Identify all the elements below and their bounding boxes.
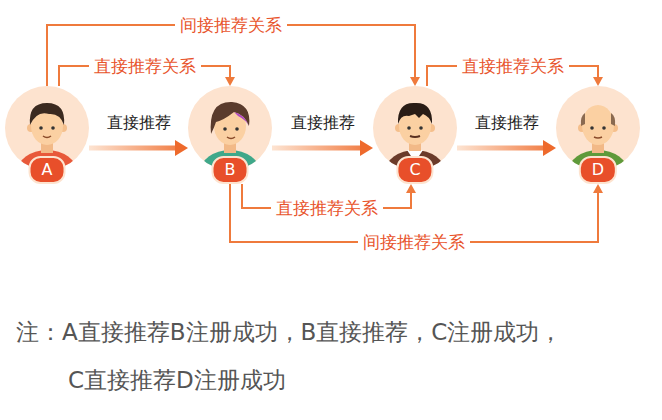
arrow-head [593, 184, 603, 193]
avatar-a [5, 86, 89, 194]
arrow-head [406, 184, 416, 193]
person-circle: A [5, 86, 89, 184]
arrow-head [360, 140, 373, 156]
arrow-head [410, 77, 420, 86]
note-text: 注：A直接推荐B注册成功，B直接推荐，C注册成功， C直接推荐D注册成功 [16, 308, 658, 404]
relation-label: 间接推荐关系 [175, 14, 287, 36]
avatar-d [556, 86, 640, 194]
relation-label: 直接推荐关系 [457, 55, 569, 77]
person-badge: D [579, 156, 617, 184]
arrow-head [175, 140, 188, 156]
relation-label: 直接推荐关系 [89, 55, 201, 77]
avatar-c [373, 86, 457, 194]
person-circle: D [556, 86, 640, 184]
person-badge: C [396, 156, 433, 184]
person-badge: A [29, 156, 66, 184]
arrow-head [225, 77, 235, 86]
person-circle: B [188, 86, 272, 184]
arrow-head [593, 77, 603, 86]
person-circle: C [373, 86, 457, 184]
recommend-arrow [89, 146, 176, 151]
recommend-arrow [272, 146, 361, 151]
relation-label: 间接推荐关系 [358, 231, 470, 253]
arrow-label: 直接推荐 [107, 113, 171, 134]
avatar-b [188, 86, 272, 194]
arrow-label: 直接推荐 [475, 113, 539, 134]
arrow-label: 直接推荐 [291, 113, 355, 134]
recommend-arrow [457, 146, 544, 151]
arrow-head [543, 140, 556, 156]
person-badge: B [212, 156, 249, 184]
relation-label: 直接推荐关系 [271, 197, 383, 219]
